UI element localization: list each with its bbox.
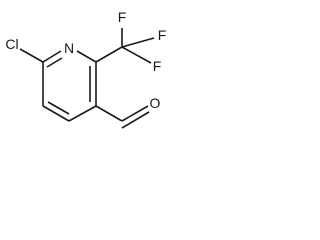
- atom-label-fluorine-top: F: [118, 9, 127, 25]
- bond-c3-c4: [68, 105, 97, 122]
- atom-label-fluorine-bottom: F: [153, 58, 162, 74]
- bond-c3-cho: [95, 105, 123, 122]
- bond-c2-cf3: [95, 46, 123, 63]
- bond-cf3-f-bottom: [121, 46, 152, 64]
- bond-c4-c5-double: [42, 101, 70, 122]
- bond-c6-n1-double: [42, 50, 63, 68]
- atom-label-fluorine-right: F: [158, 27, 167, 43]
- structure-diagram: Cl N F F F O: [5, 9, 167, 129]
- bond-cho-o-double: [121, 105, 150, 129]
- bond-c2-c3-double: [89, 62, 97, 106]
- atom-label-ring-nitrogen: N: [64, 40, 74, 56]
- bond-n1-c2: [76, 50, 97, 63]
- bond-cf3-f-right: [121, 37, 155, 48]
- atom-label-aldehyde-oxygen: O: [150, 95, 161, 111]
- atom-label-chlorine: Cl: [5, 36, 18, 52]
- bond-c6-cl: [19, 48, 44, 63]
